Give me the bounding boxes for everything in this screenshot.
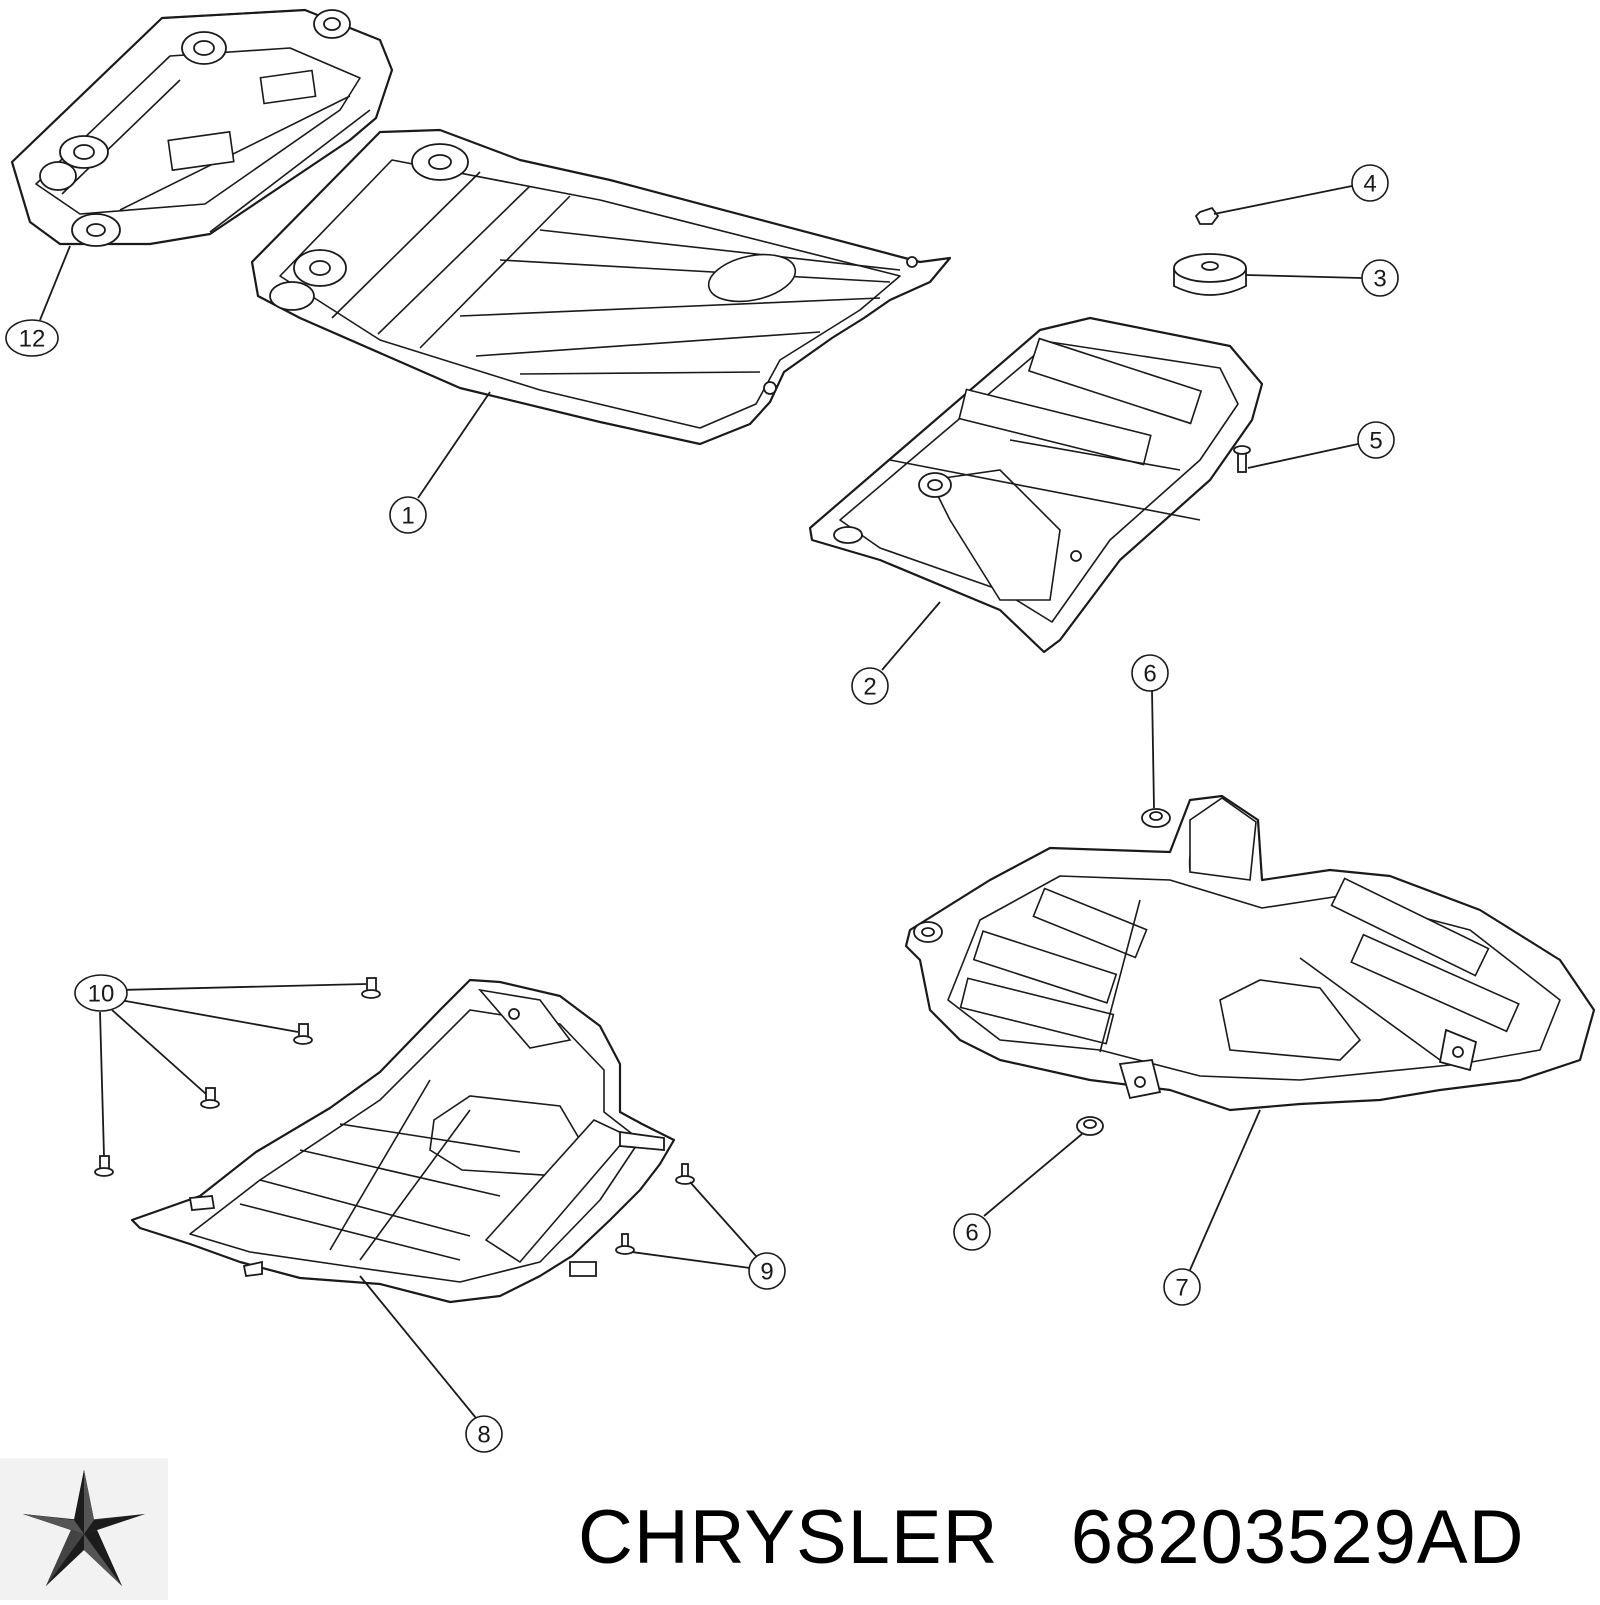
callout-6: 6 [1131, 654, 1169, 692]
leader-12b [161, 9, 306, 19]
callout-4: 4 [1351, 164, 1389, 202]
callout-circle [1351, 164, 1389, 202]
chrysler-pentastar-icon [0, 1458, 168, 1600]
callout-number: 4 [1363, 171, 1376, 198]
part-8-skid-plate [130, 978, 676, 1304]
part-1-skid-plate [250, 128, 952, 446]
callout-number: 5 [1369, 428, 1382, 455]
part-5-bolt [1233, 445, 1251, 473]
callout-6: 6 [953, 1213, 991, 1251]
callout-number: 10 [88, 981, 115, 1008]
callout-number: 9 [760, 1259, 773, 1286]
leader-8 [359, 1275, 477, 1419]
leader-4 [1213, 185, 1353, 215]
part-12-skid-plate [10, 8, 394, 247]
part-number: 68203529AD [1070, 1495, 1525, 1580]
leader-6a [1151, 689, 1155, 809]
callout-9: 9 [748, 1252, 786, 1290]
leader-2 [881, 601, 941, 671]
leader-6b [983, 1133, 1083, 1217]
brand-logo [0, 1458, 168, 1600]
leader-3 [1245, 274, 1363, 279]
leader-9b [631, 1251, 751, 1269]
callout-circle [1163, 1268, 1201, 1306]
callout-5: 5 [1357, 421, 1395, 459]
callout-circle [5, 319, 59, 357]
leader-9a [689, 1181, 757, 1257]
leader-10c [111, 1009, 207, 1095]
part-6-grommet-lower [1076, 1116, 1104, 1136]
callout-circle [953, 1213, 991, 1251]
part-10-clip-a [361, 977, 381, 999]
callout-number: 7 [1175, 1275, 1188, 1302]
part-2-skid-plate [808, 316, 1264, 654]
callout-circle [851, 667, 889, 705]
part-9-screw-b [615, 1233, 635, 1255]
part-3-isolator [1173, 253, 1247, 296]
callout-2: 2 [851, 667, 889, 705]
leader-lines [39, 9, 1363, 1419]
callout-1: 1 [389, 496, 427, 534]
part-4-nut [1194, 206, 1220, 225]
callout-12: 12 [5, 319, 59, 357]
callout-7: 7 [1163, 1268, 1201, 1306]
part-9-screw-a [675, 1163, 695, 1185]
leader-10b [119, 999, 299, 1033]
callout-number: 1 [401, 503, 414, 530]
leader-1 [417, 391, 491, 499]
callout-circle [1131, 654, 1169, 692]
part-10-clip-c [200, 1087, 220, 1109]
callout-circle [1357, 421, 1395, 459]
callout-number: 12 [19, 326, 46, 353]
callout-3: 3 [1361, 259, 1399, 297]
part-10-clip-b [293, 1023, 313, 1045]
callout-10: 10 [74, 974, 128, 1012]
leader-12 [39, 245, 71, 321]
callout-circle [74, 974, 128, 1012]
callout-number: 6 [965, 1220, 978, 1247]
leader-7 [1189, 1109, 1261, 1271]
part-10-clip-d [94, 1155, 114, 1177]
callout-circle [1361, 259, 1399, 297]
brand-name: CHRYSLER [578, 1495, 999, 1580]
part-7-skid-plate [904, 794, 1596, 1112]
callout-number: 6 [1143, 661, 1156, 688]
part-caption: CHRYSLER 68203529AD [578, 1488, 1524, 1588]
leader-10d [99, 1011, 105, 1157]
leader-5 [1247, 443, 1359, 469]
callout-circle [389, 496, 427, 534]
leader-10a [119, 983, 367, 991]
callout-circle [465, 1415, 503, 1453]
callout-8: 8 [465, 1415, 503, 1453]
callout-circle [748, 1252, 786, 1290]
callout-number: 8 [477, 1422, 490, 1449]
callout-number: 3 [1373, 266, 1386, 293]
part-6-grommet-upper [1141, 808, 1171, 828]
callout-number: 2 [863, 674, 876, 701]
